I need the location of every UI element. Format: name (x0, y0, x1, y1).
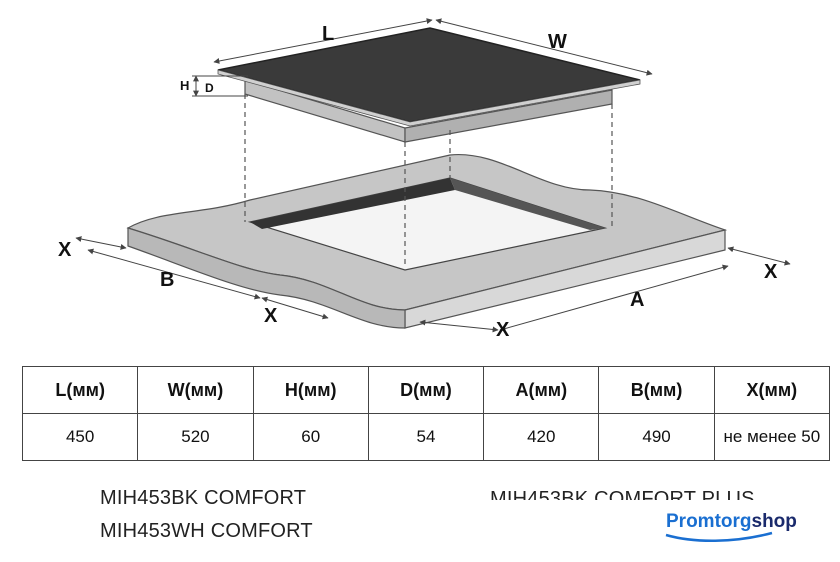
table-cell: 450 (21, 413, 139, 461)
promtorgshop-logo: Promtorgshop (666, 511, 797, 533)
label-L: L (322, 23, 334, 45)
table-header-row: L(мм) W(мм) H(мм) D(мм) A(мм) B(мм) X(мм… (21, 366, 831, 414)
table-header: B(мм) (598, 366, 715, 414)
table-cell: 60 (252, 413, 369, 461)
table-header: W(мм) (137, 366, 254, 414)
logo-swoosh (665, 531, 773, 543)
label-X-left: X (58, 239, 72, 261)
label-X-bottom: X (496, 319, 510, 341)
table-cell: не менее 50 (713, 413, 831, 461)
label-D: D (205, 81, 214, 95)
label-B: B (160, 269, 174, 291)
table-header: A(мм) (483, 366, 600, 414)
label-A: A (630, 289, 644, 311)
cutout-inner-wall-right (450, 178, 605, 230)
table-header: H(мм) (252, 366, 369, 414)
projection-lines (244, 94, 613, 268)
label-X-right: X (764, 261, 778, 283)
table-row: 450 520 60 54 420 490 не менее 50 (21, 413, 831, 461)
label-W: W (548, 31, 567, 53)
logo-part-2: shop (751, 511, 797, 532)
dimensions-table: L(мм) W(мм) H(мм) D(мм) A(мм) B(мм) X(мм… (21, 366, 831, 461)
label-H: H (180, 78, 189, 93)
model-name: MIH453WH COMFORT (100, 520, 313, 542)
model-name-partial: MIH453BK COMFORT PLUS (490, 488, 755, 500)
table-cell: 490 (598, 413, 715, 461)
table-header: X(мм) (713, 366, 831, 414)
table-cell: 54 (367, 413, 485, 461)
label-X-bottom-left: X (264, 305, 278, 327)
hob (217, 27, 641, 143)
hob-glass-rim (217, 69, 641, 127)
logo-part-1: Promtorg (666, 511, 752, 532)
cutout-inner-wall (250, 178, 455, 229)
table-header: D(мм) (367, 366, 485, 414)
dimension-lines (75, 18, 791, 333)
model-name: MIH453BK COMFORT (100, 487, 307, 509)
table-cell: 420 (483, 413, 600, 461)
table-cell: 520 (137, 413, 254, 461)
installation-diagram: L W H D X B X X A X (58, 18, 791, 341)
table-header: L(мм) (21, 366, 139, 414)
